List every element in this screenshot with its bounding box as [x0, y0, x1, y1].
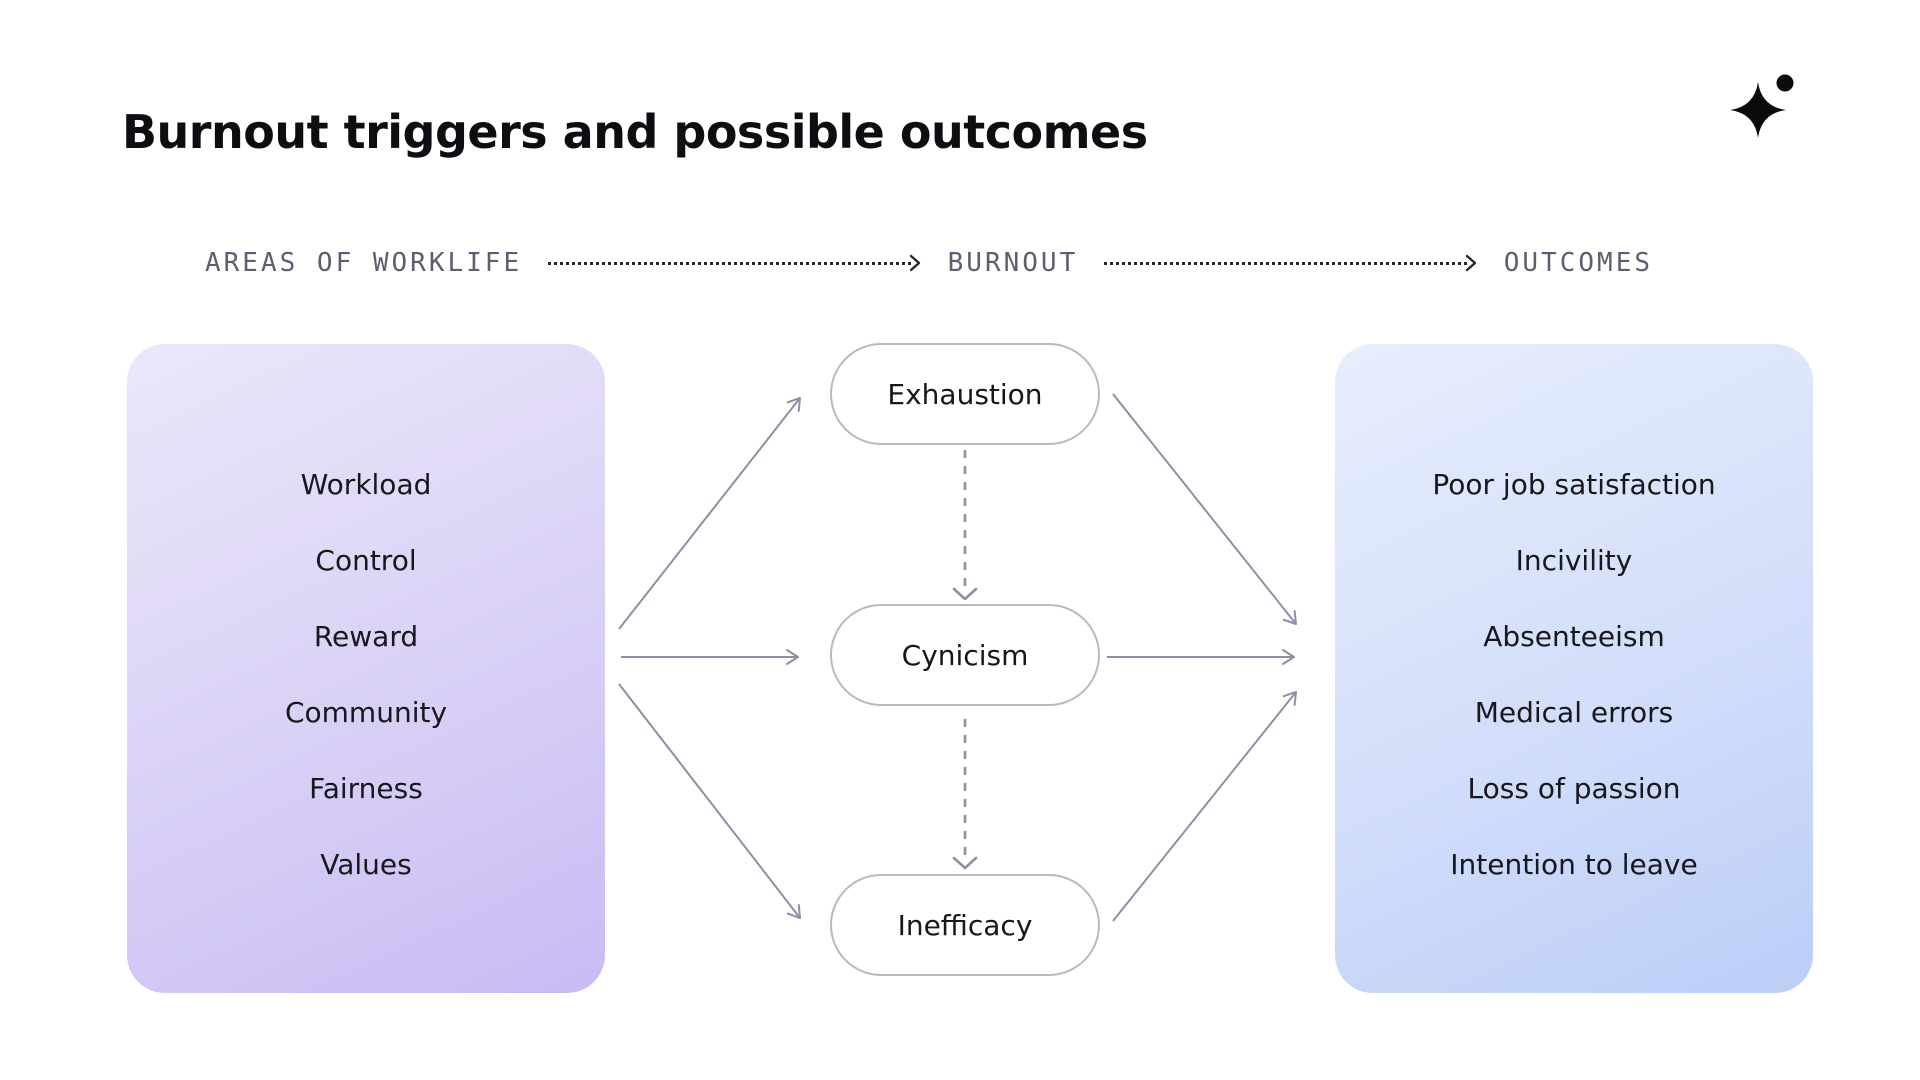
flow-header: AREAS OF WORKLIFE BURNOUT OUTCOMES [205, 238, 1653, 288]
outcomes-list: Poor job satisfaction Incivility Absente… [1432, 447, 1715, 903]
outcome-item: Absenteeism [1483, 620, 1665, 653]
edge-areas-to-inefficacy [618, 683, 801, 919]
area-item: Control [315, 544, 417, 577]
outcomes-panel: Poor job satisfaction Incivility Absente… [1335, 344, 1813, 993]
areas-panel: Workload Control Reward Community Fairne… [127, 344, 605, 993]
outcome-item: Intention to leave [1450, 848, 1698, 881]
dotted-arrow-icon [548, 253, 922, 273]
outcome-item: Medical errors [1474, 696, 1674, 729]
edge-inefficacy-to-outcomes [1112, 691, 1297, 922]
area-item: Fairness [309, 772, 423, 805]
area-item: Workload [300, 468, 432, 501]
outcome-item: Loss of passion [1467, 772, 1681, 805]
burnout-node-exhaustion: Exhaustion [830, 343, 1100, 445]
edge-areas-to-exhaustion [618, 397, 801, 630]
area-item: Values [320, 848, 412, 881]
outcome-item: Incivility [1515, 544, 1633, 577]
page-title: Burnout triggers and possible outcomes [122, 104, 1148, 159]
chevron-down-icon [952, 856, 978, 870]
chevron-down-icon [952, 587, 978, 601]
burnout-node-inefficacy: Inefficacy [830, 874, 1100, 976]
edge-exhaustion-to-outcomes [1112, 393, 1297, 625]
outcome-item: Poor job satisfaction [1432, 468, 1716, 501]
stage-label-burnout: BURNOUT [947, 248, 1079, 278]
stage-label-areas-of-worklife: AREAS OF WORKLIFE [205, 248, 523, 278]
area-item: Community [284, 696, 448, 729]
area-item: Reward [313, 620, 419, 653]
dotted-arrow-icon [1104, 253, 1478, 273]
burnout-node-cynicism: Cynicism [830, 604, 1100, 706]
sparkle-logo-icon [1730, 74, 1794, 138]
stage-label-outcomes: OUTCOMES [1503, 248, 1654, 278]
areas-list: Workload Control Reward Community Fairne… [285, 447, 447, 903]
